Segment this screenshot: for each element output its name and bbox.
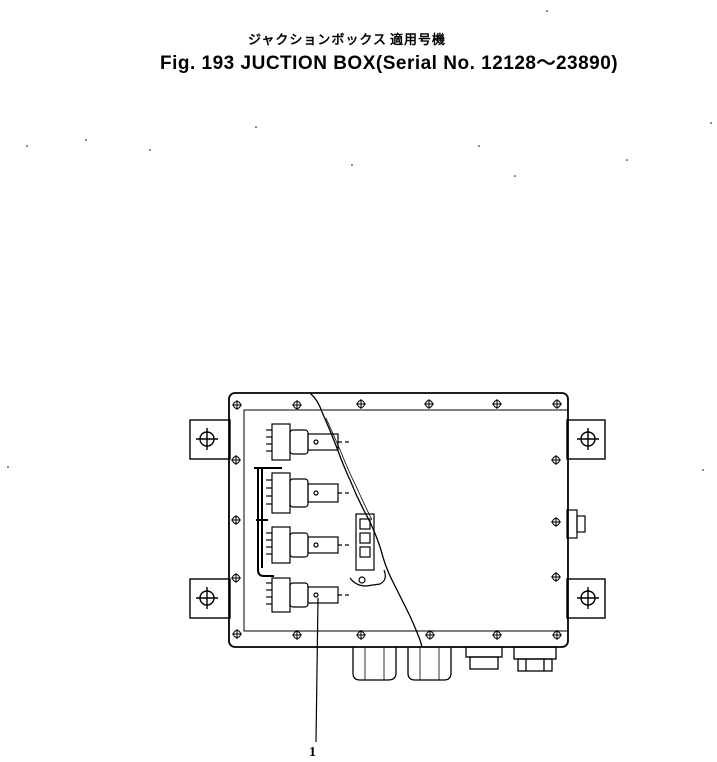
mounting-bracket-top-right — [566, 419, 606, 460]
cutaway-inner-line — [325, 417, 373, 521]
scan-specks — [7, 10, 712, 471]
cutaway-break-line — [309, 392, 423, 648]
relay-1 — [266, 423, 350, 461]
figure-title-text: Fig. 193 JUCTION BOX — [160, 53, 376, 74]
bottom-connector-3 — [465, 646, 503, 670]
bottom-connectors — [352, 646, 557, 681]
figure-title-japanese: ジャクションボックス — [248, 33, 387, 48]
relay-3 — [266, 526, 350, 564]
figure-title-english: Fig. 193 JUCTION BOX(Serial No. 12128～23… — [160, 48, 618, 75]
serial-range-text: Serial No. 12128～23890 — [382, 53, 612, 74]
relays — [266, 423, 350, 613]
mounting-bracket-bottom-left — [189, 578, 231, 619]
callout-1-label: 1 — [309, 745, 316, 760]
mounting-bracket-bottom-right — [566, 578, 606, 619]
mounting-bracket-top-left — [189, 419, 231, 460]
bottom-connector-2 — [407, 647, 452, 681]
close-paren: ) — [611, 53, 619, 74]
cover-bolts — [231, 399, 562, 640]
open-paren: ( — [375, 53, 383, 74]
serial-heading-japanese: 適用号機 — [390, 33, 447, 48]
wiring-harness — [254, 467, 282, 577]
bottom-connector-4 — [513, 646, 557, 672]
relay-4 — [266, 577, 350, 613]
callout-1-leader — [315, 597, 319, 743]
side-connector — [566, 509, 586, 539]
junction-box-inner-frame — [243, 409, 569, 632]
relay-2 — [266, 472, 350, 514]
junction-box-body — [228, 392, 569, 648]
terminal-block — [349, 513, 386, 587]
bottom-connector-1 — [352, 647, 397, 681]
